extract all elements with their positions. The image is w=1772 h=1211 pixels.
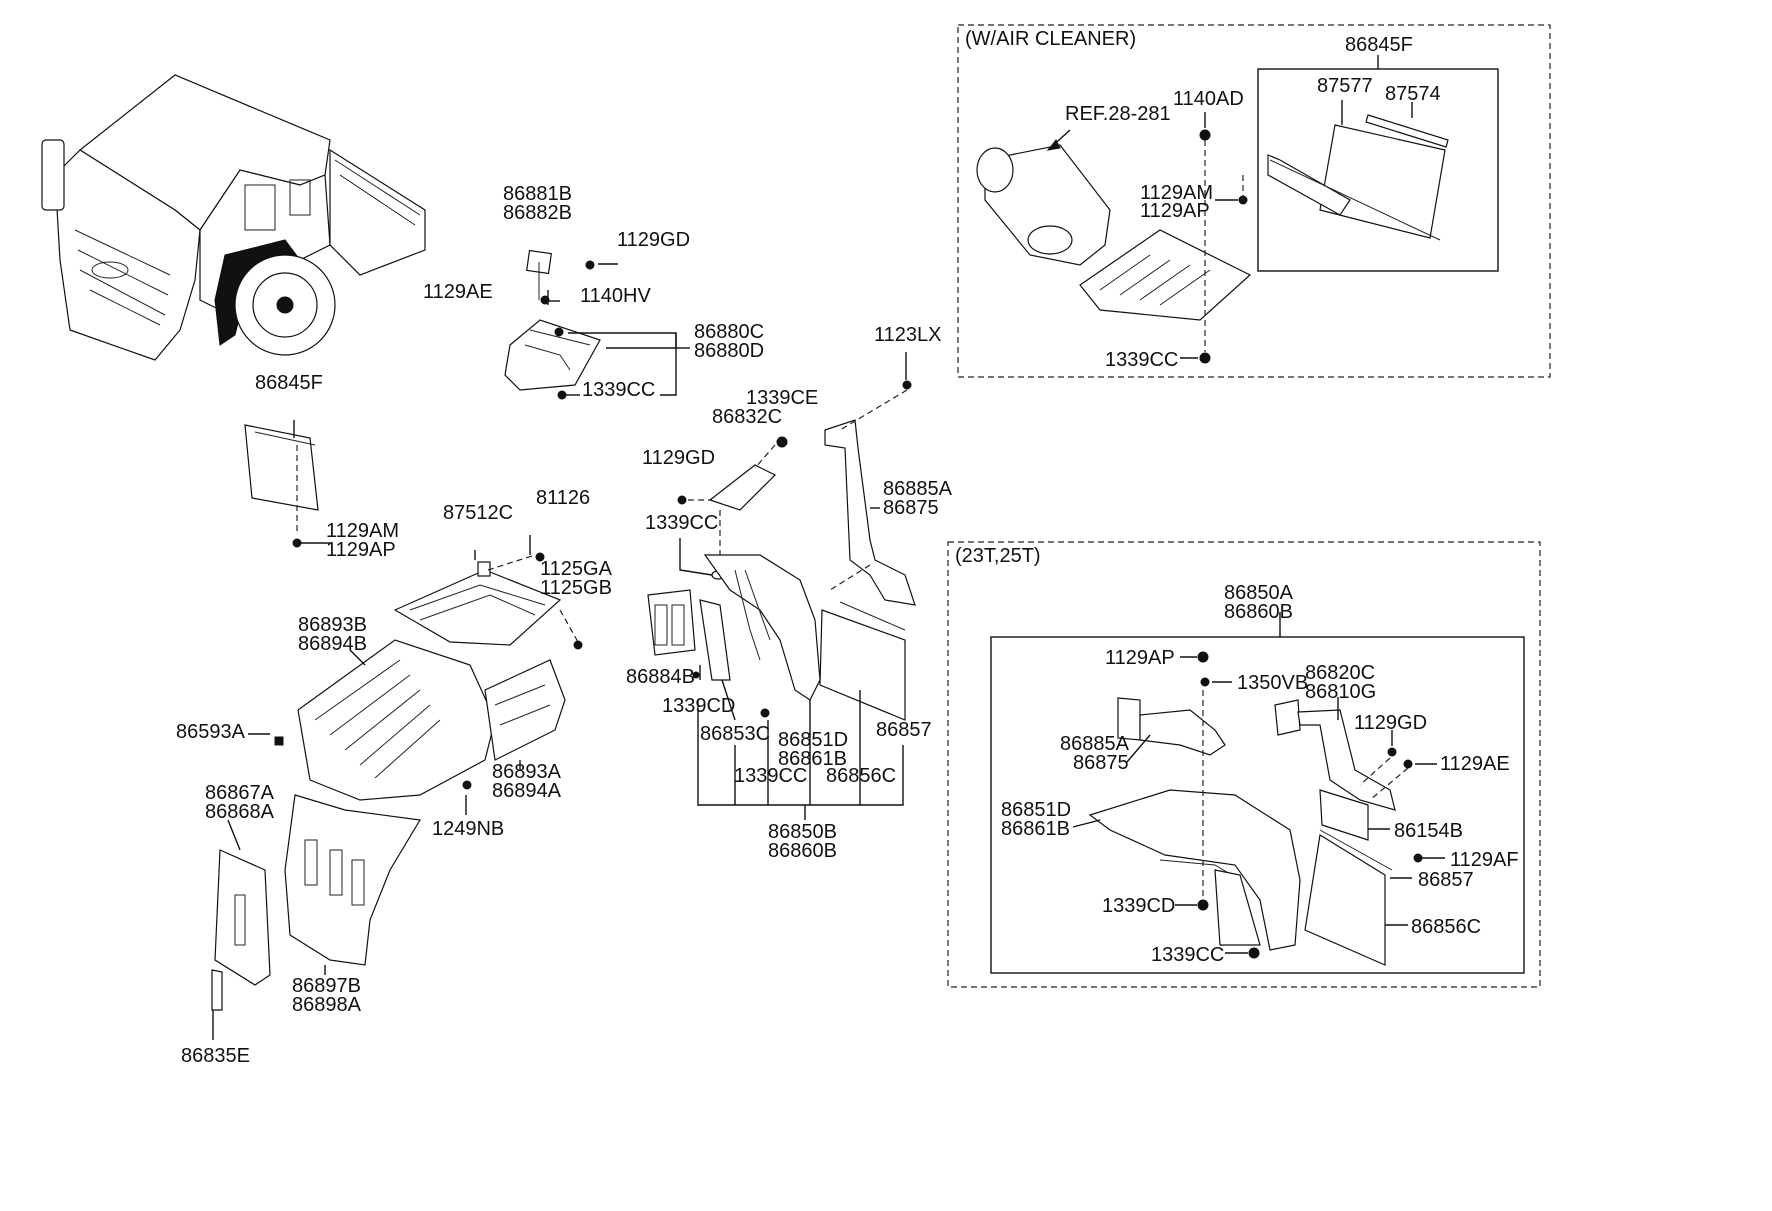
part-label: 1123LX bbox=[874, 324, 941, 346]
mudguard-assembly-center bbox=[647, 380, 916, 721]
part-label: 86857 bbox=[876, 719, 932, 741]
part-label: 1129AM bbox=[326, 520, 399, 542]
part-label: 1129AP bbox=[1140, 200, 1210, 222]
part-label: 1140HV bbox=[580, 285, 651, 307]
part-label: 86853C bbox=[700, 723, 770, 745]
part-label: 86894A bbox=[492, 780, 562, 802]
mudguard-assembly-right bbox=[1088, 651, 1423, 966]
part-label: 81126 bbox=[536, 487, 590, 509]
part-label: 86857 bbox=[1418, 869, 1474, 891]
part-label: 1339CC bbox=[734, 765, 807, 787]
part-label: 86861B bbox=[1001, 818, 1070, 840]
part-label: 86884B bbox=[626, 666, 695, 688]
variant-section-border bbox=[947, 541, 1541, 988]
part-label: 86875 bbox=[883, 497, 939, 519]
part-label: 87574 bbox=[1385, 83, 1441, 105]
part-label: 86880C bbox=[694, 321, 764, 343]
part-label: 86893A bbox=[492, 761, 562, 783]
part-label: 1339CC bbox=[582, 379, 655, 401]
part-label: 86845F bbox=[255, 372, 323, 394]
truck-overview-illustration bbox=[41, 74, 426, 361]
part-label: 1129AP bbox=[326, 539, 396, 561]
part-label: 86898A bbox=[292, 994, 362, 1016]
part-label: 86880D bbox=[694, 340, 764, 362]
part-label: 86832C bbox=[712, 406, 782, 428]
part-label: 1129AP bbox=[1105, 647, 1175, 669]
part-label: 1129AM bbox=[1140, 182, 1213, 204]
part-label: 86856C bbox=[826, 765, 896, 787]
part-label: 1339CE bbox=[746, 387, 818, 409]
part-label: 86860B bbox=[1224, 601, 1293, 623]
section-title-air-cleaner: (W/AIR CLEANER) bbox=[965, 28, 1136, 50]
callout-labels: (W/AIR CLEANER) (23T,25T) 86881B 86882B … bbox=[176, 28, 1519, 1067]
part-label: 86856C bbox=[1411, 916, 1481, 938]
part-label: 86820C bbox=[1305, 662, 1375, 684]
part-label: 86860B bbox=[768, 840, 837, 862]
part-label: 86851D bbox=[1001, 799, 1071, 821]
part-label: 87512C bbox=[443, 502, 513, 524]
part-label: 1339CC bbox=[1151, 944, 1224, 966]
air-cleaner-section-border bbox=[957, 24, 1551, 378]
cover-86880-assembly bbox=[504, 249, 601, 400]
part-label: 86835E bbox=[181, 1045, 250, 1067]
part-label: 1339CD bbox=[1102, 895, 1175, 917]
part-label: 1140AD bbox=[1173, 88, 1244, 110]
part-label: 86845F bbox=[1345, 34, 1413, 56]
part-label: 1129GD bbox=[642, 447, 715, 469]
part-label: 1129AE bbox=[1440, 753, 1510, 775]
part-label: 86885A bbox=[1060, 733, 1130, 755]
part-label: 86881B bbox=[503, 183, 572, 205]
part-label: 86593A bbox=[176, 721, 246, 743]
part-label: 1339CD bbox=[662, 695, 735, 717]
part-label: 86850A bbox=[1224, 582, 1294, 604]
part-label: 86154B bbox=[1394, 820, 1463, 842]
part-label: 86868A bbox=[205, 801, 275, 823]
air-cleaner-assembly bbox=[976, 114, 1449, 364]
mud-flap-left bbox=[244, 424, 319, 548]
part-label: 1125GB bbox=[540, 577, 612, 599]
part-label: 1129AF bbox=[1450, 849, 1519, 871]
part-label: 86810G bbox=[1305, 681, 1376, 703]
part-label: 1125GA bbox=[540, 558, 613, 580]
part-label: 86867A bbox=[205, 782, 275, 804]
part-label: 1129AE bbox=[423, 281, 493, 303]
part-label: 1129GD bbox=[1354, 712, 1427, 734]
part-label: REF.28-281 bbox=[1065, 103, 1171, 125]
part-label: 86861B bbox=[778, 748, 847, 770]
part-label: 86850B bbox=[768, 821, 837, 843]
part-label: 1129GD bbox=[617, 229, 690, 251]
part-label: 1339CC bbox=[1105, 349, 1178, 371]
part-label: 1350VB bbox=[1237, 672, 1308, 694]
part-label: 86897B bbox=[292, 975, 361, 997]
part-label: 1249NB bbox=[432, 818, 504, 840]
part-label: 86893B bbox=[298, 614, 367, 636]
part-label: 1339CC bbox=[645, 512, 718, 534]
part-label: 86875 bbox=[1073, 752, 1129, 774]
part-label: 86894B bbox=[298, 633, 367, 655]
section-title-23t-25t: (23T,25T) bbox=[955, 545, 1041, 567]
fender-assembly-center bbox=[211, 552, 583, 1011]
mudguard-detail-box bbox=[990, 636, 1525, 974]
part-label: 86851D bbox=[778, 729, 848, 751]
part-label: 86885A bbox=[883, 478, 953, 500]
part-label: 86882B bbox=[503, 202, 572, 224]
part-label: 87577 bbox=[1317, 75, 1373, 97]
